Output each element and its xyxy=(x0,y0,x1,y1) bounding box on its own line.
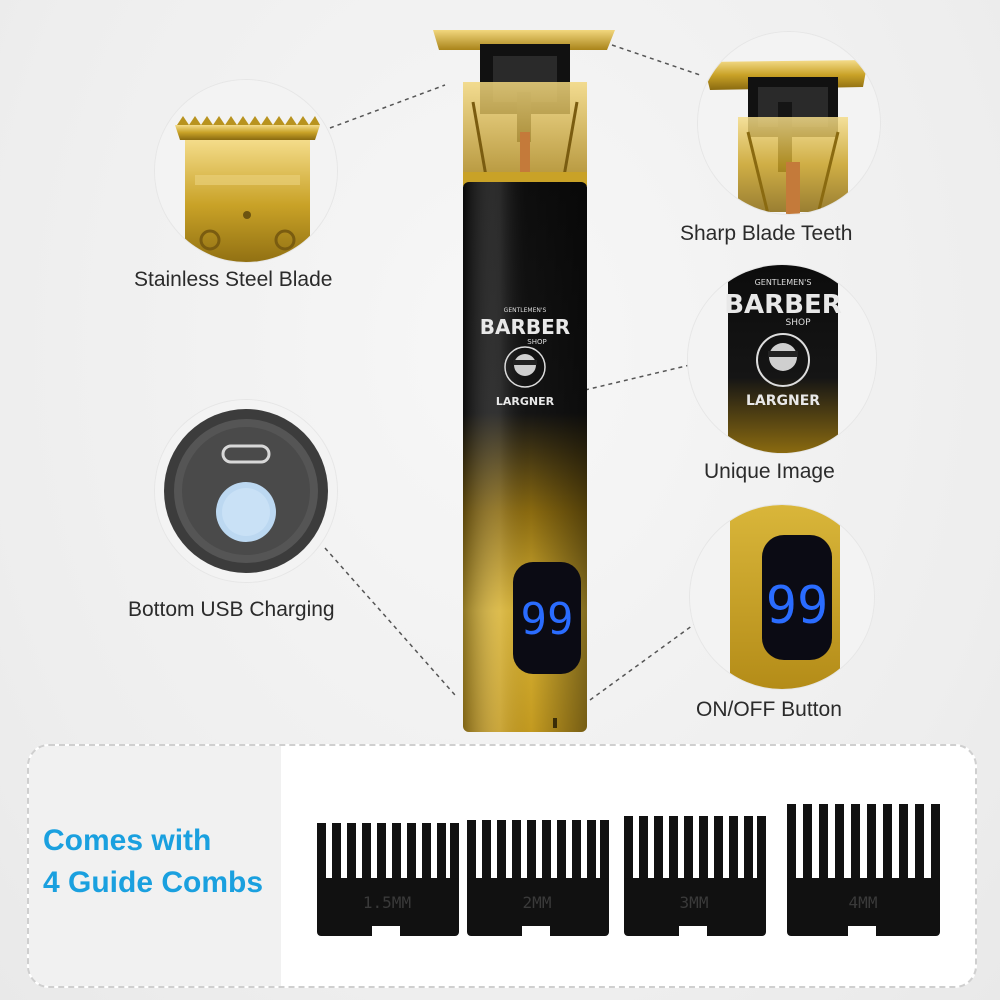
logo-closeup-top: GENTLEMEN'S xyxy=(755,278,812,287)
trimmer-logo-top: GENTLEMEN'S xyxy=(504,307,547,314)
guide-combs-panel: Comes with 4 Guide Combs 1.5MM xyxy=(27,744,977,988)
label-stainless-steel-blade: Stainless Steel Blade xyxy=(134,268,333,291)
guide-comb: 3MM xyxy=(619,798,769,948)
comb-size-label: 2MM xyxy=(523,893,552,912)
trimmer-display: 99 xyxy=(521,594,574,645)
logo-closeup-sub: SHOP xyxy=(786,318,812,328)
trimmer-logo-main: BARBER xyxy=(480,315,570,339)
teeth-closeup xyxy=(698,32,880,214)
label-sharp-blade-teeth: Sharp Blade Teeth xyxy=(680,222,853,245)
comb-size-label: 1.5MM xyxy=(363,893,411,912)
comb-size-label: 4MM xyxy=(849,893,878,912)
combs-panel-left xyxy=(29,746,281,986)
combs-line-1: Comes with xyxy=(43,824,212,857)
logo-closeup-main: BARBER xyxy=(724,290,842,320)
button-closeup-display: 99 xyxy=(766,576,829,636)
label-unique-image: Unique Image xyxy=(704,460,835,483)
logo-closeup-brand: LARGNER xyxy=(746,393,820,409)
label-bottom-usb-charging: Bottom USB Charging xyxy=(128,598,335,621)
trimmer: GENTLEMEN'S BARBER SHOP LARGNER 99 xyxy=(425,22,625,742)
combs-line-2: 4 Guide Combs xyxy=(43,866,264,899)
combs-panel-text: Comes with 4 Guide Combs xyxy=(43,820,263,904)
logo-closeup: GENTLEMEN'S BARBER SHOP LARGNER xyxy=(688,265,876,453)
guide-comb: 2MM xyxy=(462,798,612,948)
trimmer-logo-brand: LARGNER xyxy=(496,395,555,408)
button-closeup: 99 xyxy=(690,505,874,689)
trimmer-logo-sub: SHOP xyxy=(527,338,546,346)
label-on-off-button: ON/OFF Button xyxy=(696,698,842,721)
comb-size-label: 3MM xyxy=(680,893,709,912)
usb-closeup xyxy=(155,400,337,582)
guide-comb: 1.5MM xyxy=(312,798,462,948)
guide-comb: 4MM xyxy=(782,798,944,948)
blade-closeup xyxy=(155,80,337,262)
